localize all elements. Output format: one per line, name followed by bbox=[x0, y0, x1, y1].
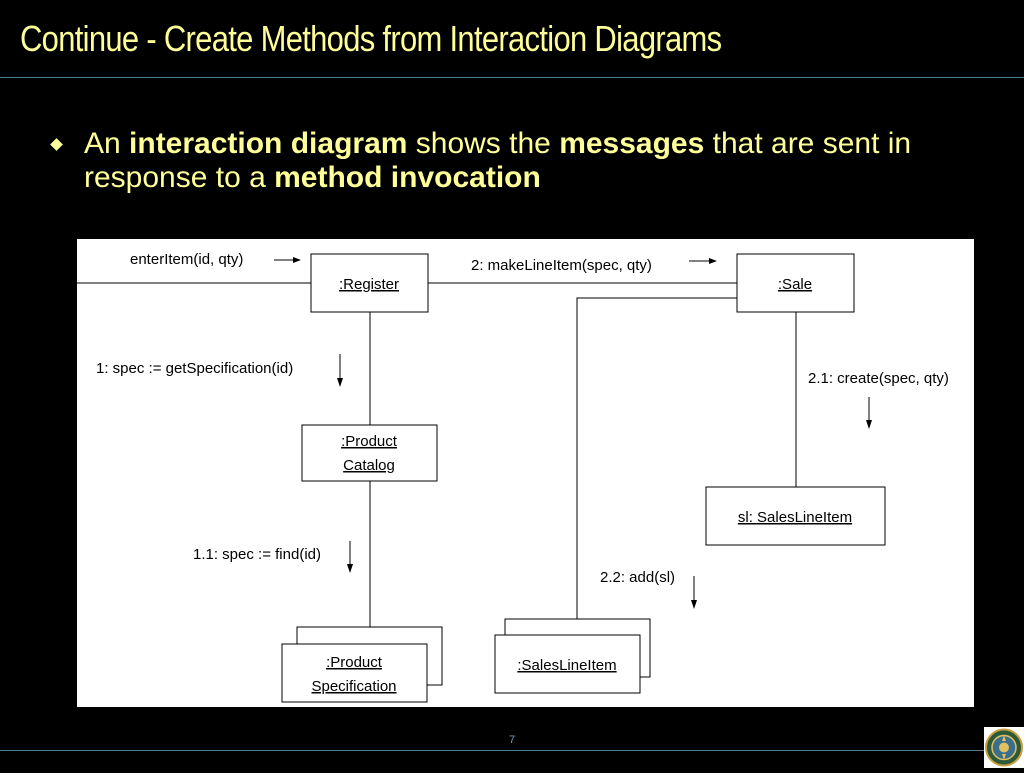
saleslineitem-box bbox=[494, 634, 641, 694]
title-divider bbox=[0, 77, 1024, 78]
product-catalog-label-line2: Catalog bbox=[343, 457, 395, 474]
seal-logo-icon bbox=[984, 727, 1024, 768]
product-catalog-box bbox=[301, 424, 438, 482]
slide-title: Continue - Create Methods from Interacti… bbox=[20, 18, 722, 59]
sale-box bbox=[736, 253, 855, 313]
bullet-text-part-2: shows the bbox=[407, 127, 560, 160]
arrow-down-icon bbox=[691, 576, 697, 609]
object-boxes bbox=[281, 253, 886, 703]
bullet-text-part-1: An bbox=[84, 127, 130, 160]
product-specification-label-line1: :Product bbox=[326, 654, 383, 671]
message-find: 1.1: spec := find(id) bbox=[193, 546, 321, 563]
message-labels: enterItem(id, qty) 2: makeLineItem(spec,… bbox=[96, 251, 949, 586]
bullet-bold-interaction-diagram: interaction diagram bbox=[129, 127, 408, 160]
message-create: 2.1: create(spec, qty) bbox=[808, 370, 949, 387]
message-arrows bbox=[274, 257, 872, 609]
diamond-bullet-icon bbox=[50, 138, 63, 151]
link-sale-saleslineitem bbox=[576, 297, 737, 619]
bullet-bold-method-invocation: method invocation bbox=[274, 161, 541, 194]
arrow-right-icon bbox=[274, 257, 301, 263]
bullet-text: An interaction diagram shows the message… bbox=[84, 127, 964, 195]
footer-divider bbox=[0, 750, 984, 751]
diagram-links bbox=[77, 282, 797, 627]
sl-saleslineitem-label: sl: SalesLineItem bbox=[738, 509, 852, 526]
arrow-down-icon bbox=[866, 397, 872, 429]
arrow-down-icon bbox=[337, 354, 343, 387]
product-catalog-label-line1: :Product bbox=[341, 433, 398, 450]
saleslineitem-label: :SalesLineItem bbox=[517, 657, 616, 674]
arrow-right-icon bbox=[689, 258, 717, 264]
arrow-down-icon bbox=[347, 541, 353, 573]
register-label: :Register bbox=[339, 276, 399, 293]
product-specification-box bbox=[281, 643, 428, 703]
sl-saleslineitem-box bbox=[705, 486, 886, 546]
message-make-line-item: 2: makeLineItem(spec, qty) bbox=[471, 257, 652, 274]
bullet-text-part-3: that are sent in response to a bbox=[84, 127, 912, 194]
message-enter-item: enterItem(id, qty) bbox=[130, 251, 243, 268]
page-number: 7 bbox=[508, 734, 516, 746]
object-labels: :Register :Sale :Product Catalog sl: Sal… bbox=[311, 276, 852, 695]
register-box bbox=[310, 253, 429, 313]
sale-label: :Sale bbox=[778, 276, 812, 293]
message-get-specification: 1: spec := getSpecification(id) bbox=[96, 360, 293, 377]
collaboration-diagram: :Register :Sale :Product Catalog sl: Sal… bbox=[77, 239, 974, 707]
message-add: 2.2: add(sl) bbox=[600, 569, 675, 586]
product-specification-label-line2: Specification bbox=[311, 678, 396, 695]
bullet-bold-messages: messages bbox=[559, 127, 705, 160]
